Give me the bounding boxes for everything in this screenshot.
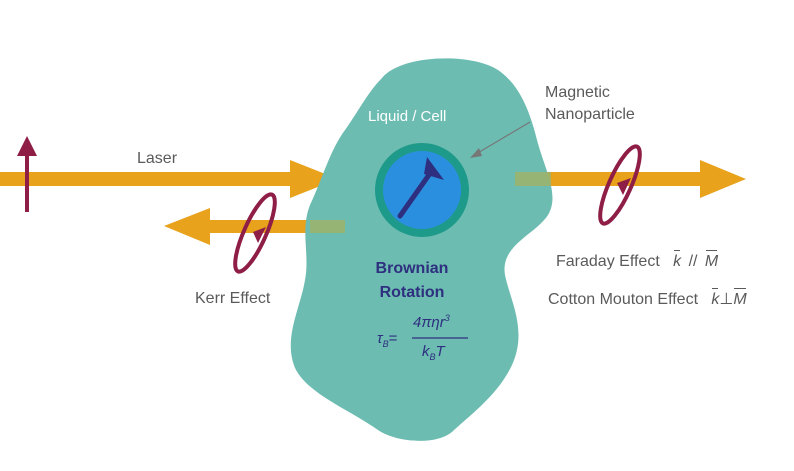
formula-numerator-text: 4πηr [413, 314, 445, 331]
magnetization-m: M [733, 288, 747, 308]
cotton-mouton-effect-relation: Cotton Mouton Effect k⊥M [548, 288, 747, 309]
faraday-effect-relation: Faraday Effect k // M [556, 250, 719, 271]
formula-numerator: 4πηr3 [413, 313, 450, 331]
magnetization-m: M [704, 250, 719, 270]
incident-polarization-arrow [17, 136, 37, 212]
formula-denominator-subscript: B [429, 352, 436, 362]
magnetization-arrow [397, 157, 444, 219]
parallel-symbol: // [688, 253, 698, 270]
faraday-effect-label: Faraday Effect [556, 253, 660, 270]
cotton-mouton-effect-label: Cotton Mouton Effect [548, 291, 699, 308]
formula-denominator: kBT [422, 343, 445, 362]
perpendicular-symbol: ⊥ [719, 291, 734, 308]
formula-equals: = [388, 330, 398, 347]
kerr-effect-label: Kerr Effect [195, 290, 271, 307]
kerr-polarization-ellipse [233, 192, 277, 274]
magnetic-label-line1: Magnetic [545, 84, 610, 101]
faraday-polarization-ellipse [598, 144, 642, 226]
brownian-label-line1: Brownian [375, 260, 449, 277]
transmitted-laser-beam [515, 160, 746, 198]
magnetic-label-line2: Nanoparticle [545, 106, 635, 123]
beam-overlap-right [515, 172, 551, 186]
incident-laser-beam [0, 160, 338, 198]
formula-tau: τ [377, 330, 383, 347]
laser-label: Laser [137, 150, 178, 167]
brownian-label-line2: Rotation [379, 284, 445, 301]
formula-lhs: τB= [377, 330, 397, 349]
formula-numerator-exponent: 3 [444, 313, 450, 323]
nanoparticle-pointer [470, 121, 531, 158]
brownian-rotation-label: Brownian Rotation [366, 257, 458, 305]
beam-overlap-left [310, 220, 345, 233]
formula-denominator-t: T [435, 343, 445, 360]
formula-tau-subscript: B [382, 339, 389, 349]
liquid-cell-label: Liquid / Cell [368, 108, 447, 125]
formula-denominator-k: k [422, 343, 430, 360]
wave-vector-k: k [673, 250, 682, 270]
magnetic-nanoparticle [375, 143, 469, 237]
liquid-cell-blob [290, 58, 553, 441]
magnetic-nanoparticle-label: Magnetic Nanoparticle [545, 82, 635, 126]
wave-vector-k: k [711, 288, 720, 308]
